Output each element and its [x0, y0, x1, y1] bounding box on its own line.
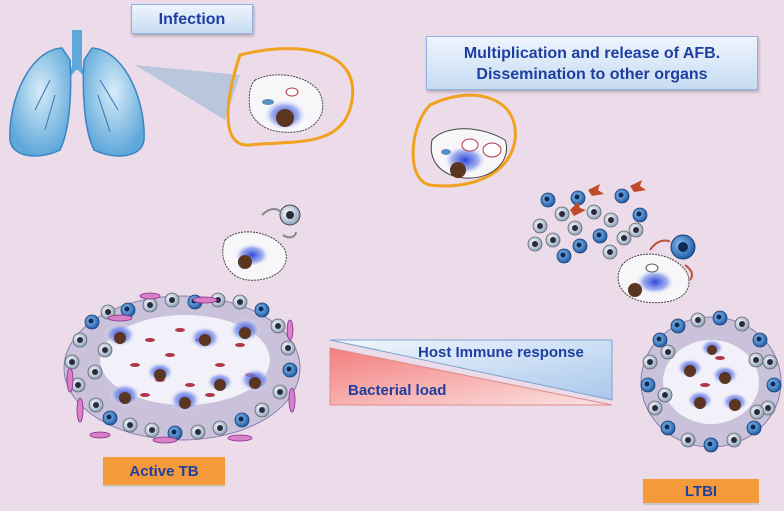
multiplication-line-2: Dissemination to other organs [476, 66, 708, 83]
immune-cell-icon [527, 188, 648, 264]
host-immune-label: Host Immune response [418, 344, 584, 361]
multiplication-label: Multiplication and release of AFB. Disse… [426, 36, 758, 90]
bacterial-load-label: Bacterial load [348, 382, 447, 399]
arrow-icon [570, 180, 646, 216]
active-tb-label: Active TB [103, 457, 225, 487]
macrophage-icon [411, 93, 517, 188]
macrophage-icon [222, 204, 301, 281]
granuloma-icon [63, 292, 301, 444]
granuloma-icon [640, 310, 782, 453]
lungs-icon [9, 30, 145, 157]
infection-label: Infection [131, 4, 253, 34]
gradient-triangles [329, 339, 613, 406]
zoom-wedge [135, 65, 240, 120]
macrophage-icon [617, 234, 696, 304]
ltbi-label: LTBI [643, 479, 759, 505]
multiplication-line-1: Multiplication and release of AFB. [463, 45, 721, 62]
macrophage-icon [226, 47, 355, 147]
